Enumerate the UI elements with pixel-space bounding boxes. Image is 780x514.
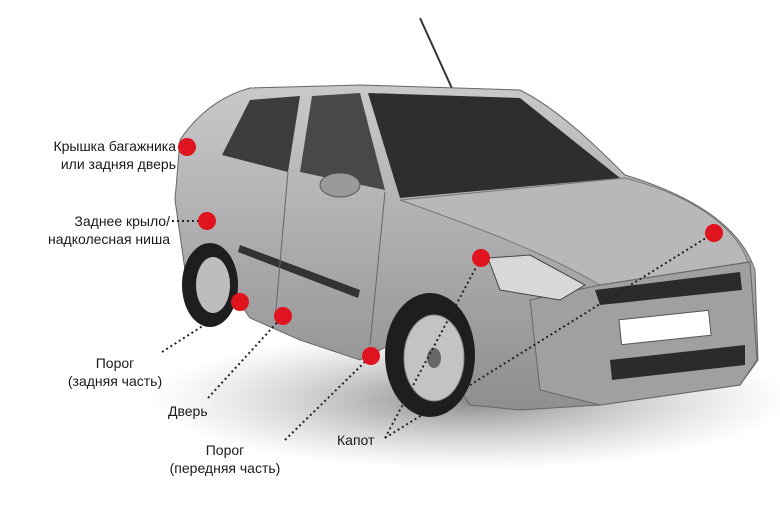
marker-door: [274, 307, 292, 325]
door-seam-front: [369, 191, 386, 346]
label-rear-fender: Заднее крыло/ надколесная ниша: [48, 212, 170, 248]
label-rear-sill-line2: (задняя часть): [67, 373, 163, 389]
label-door: Дверь: [168, 403, 208, 419]
marker-rear-sill: [231, 293, 249, 311]
label-rear-sill-line1: Порог: [95, 355, 135, 371]
rust-markers: [178, 138, 723, 365]
antenna: [419, 17, 456, 96]
marker-trunk: [178, 138, 196, 156]
grille: [595, 272, 742, 305]
marker-rear-fender: [198, 212, 216, 230]
label-trunk-line2: или задняя дверь: [60, 156, 176, 172]
rear-wheel: [182, 243, 238, 327]
label-rear-fender-line1: Заднее крыло/: [74, 213, 170, 229]
license-plate: [618, 309, 712, 346]
label-rear-sill: Порог (задняя часть): [45, 354, 185, 390]
door-seam: [274, 171, 289, 321]
side-molding: [238, 245, 360, 298]
label-front-sill: Порог (передняя часть): [155, 441, 295, 477]
side-mirror: [319, 172, 361, 198]
windshield: [368, 93, 620, 198]
marker-hood-right: [705, 224, 723, 242]
label-trunk: Крышка багажника или задняя дверь: [53, 137, 176, 173]
side-window: [300, 93, 385, 190]
headlight: [487, 254, 587, 301]
rear-window: [222, 96, 300, 172]
label-hood: Капот: [337, 432, 375, 448]
label-front-sill-line2: (передняя часть): [169, 460, 281, 476]
label-rear-fender-line2: надколесная ниша: [48, 231, 170, 247]
lower-grille: [610, 345, 745, 380]
label-trunk-line1: Крышка багажника: [53, 138, 176, 154]
label-front-sill-line1: Порог: [205, 442, 245, 458]
marker-hood-left: [472, 249, 490, 267]
marker-front-sill: [362, 347, 380, 365]
front-wheel: [385, 293, 475, 417]
